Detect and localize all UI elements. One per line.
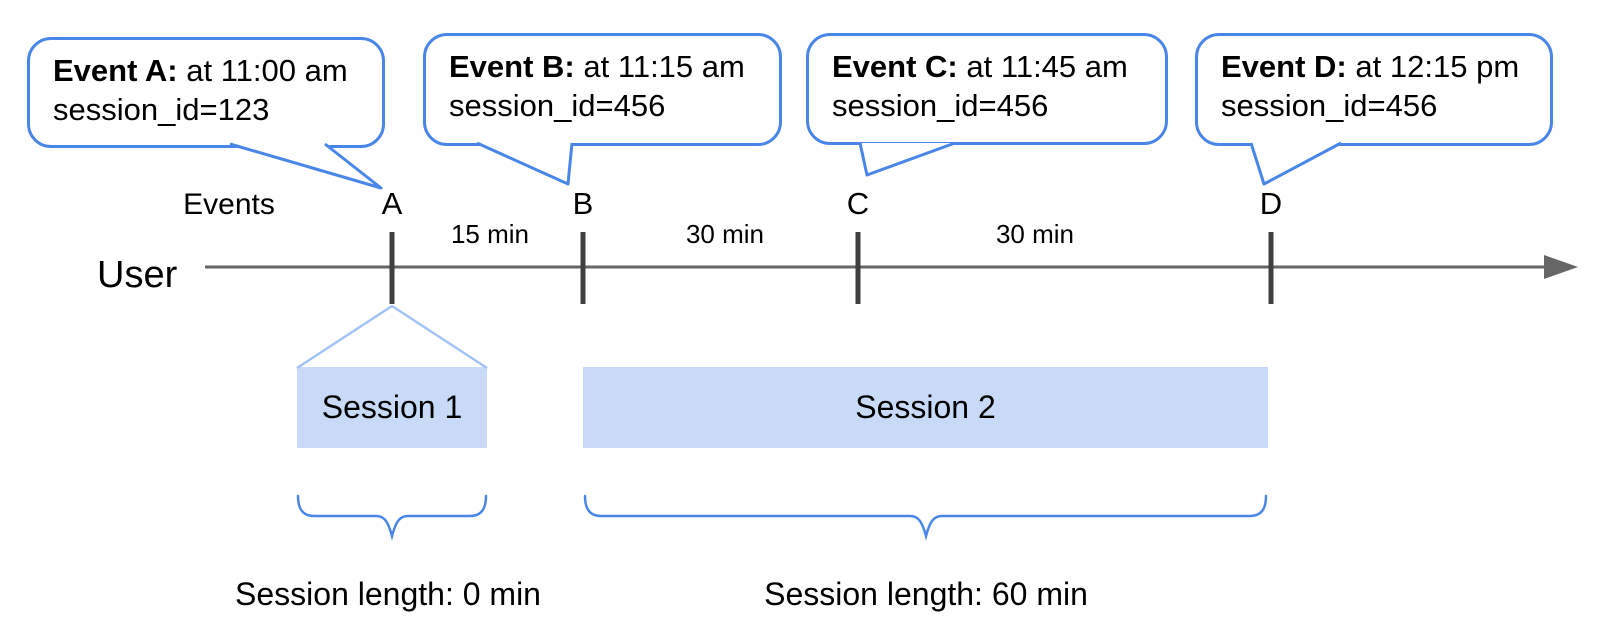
event-d-title: Event D:	[1221, 49, 1347, 84]
event-d-session-id: session_id=456	[1221, 88, 1438, 123]
session-2-brace	[583, 494, 1268, 541]
session-2-bar: Session 2	[583, 367, 1268, 448]
event-d-callout-tail	[1249, 141, 1342, 186]
gap-label-c-d: 30 min	[995, 219, 1075, 249]
event-c-session-id: session_id=456	[832, 88, 1049, 123]
event-a-callout: Event A:at 11:00 am session_id=123	[27, 37, 385, 148]
session-1-brace	[296, 494, 488, 541]
session-1-length-label: Session length: 0 min	[235, 576, 541, 612]
session-1-label: Session 1	[321, 389, 463, 425]
event-c-time: at 11:45 am	[966, 49, 1128, 84]
gap-label-a-b: 15 min	[450, 219, 530, 249]
event-a-session-id: session_id=123	[53, 92, 270, 127]
event-a-time: at 11:00 am	[186, 53, 348, 88]
event-a-callout-line1: Event A:at 11:00 am	[53, 51, 364, 90]
event-d-callout-line1: Event D:at 12:15 pm	[1221, 47, 1532, 86]
event-marker-b: B	[572, 186, 594, 221]
session-1-funnel-left-line	[296, 304, 393, 370]
session-2-label: Session 2	[855, 389, 996, 425]
event-c-callout-tail	[858, 141, 956, 177]
event-b-callout-line1: Event B:at 11:15 am	[449, 47, 761, 86]
event-b-session-id: session_id=456	[449, 88, 666, 123]
user-row-label: User	[97, 254, 178, 296]
session-2-length-label: Session length: 60 min	[764, 576, 1088, 612]
event-a-title: Event A:	[53, 53, 178, 88]
timeline-arrowhead-icon	[1544, 255, 1578, 279]
events-row-label: Events	[183, 188, 275, 221]
event-d-time: at 12:15 pm	[1355, 49, 1520, 84]
event-marker-a: A	[381, 186, 403, 221]
event-a-callout-tail	[229, 142, 383, 190]
event-d-callout: Event D:at 12:15 pm session_id=456	[1195, 33, 1553, 146]
event-b-time: at 11:15 am	[583, 49, 745, 84]
event-c-callout: Event C:at 11:45 am session_id=456	[806, 33, 1168, 145]
event-c-callout-line1: Event C:at 11:45 am	[832, 47, 1147, 86]
event-marker-c: C	[846, 186, 870, 221]
event-b-callout: Event B:at 11:15 am session_id=456	[423, 33, 782, 146]
event-b-title: Event B:	[449, 49, 575, 84]
gap-label-b-c: 30 min	[685, 219, 765, 249]
event-marker-d: D	[1259, 186, 1283, 221]
session-1-bar: Session 1	[297, 367, 487, 448]
session-1-funnel-right-line	[391, 304, 488, 370]
event-b-callout-tail	[476, 141, 574, 186]
event-c-title: Event C:	[832, 49, 958, 84]
